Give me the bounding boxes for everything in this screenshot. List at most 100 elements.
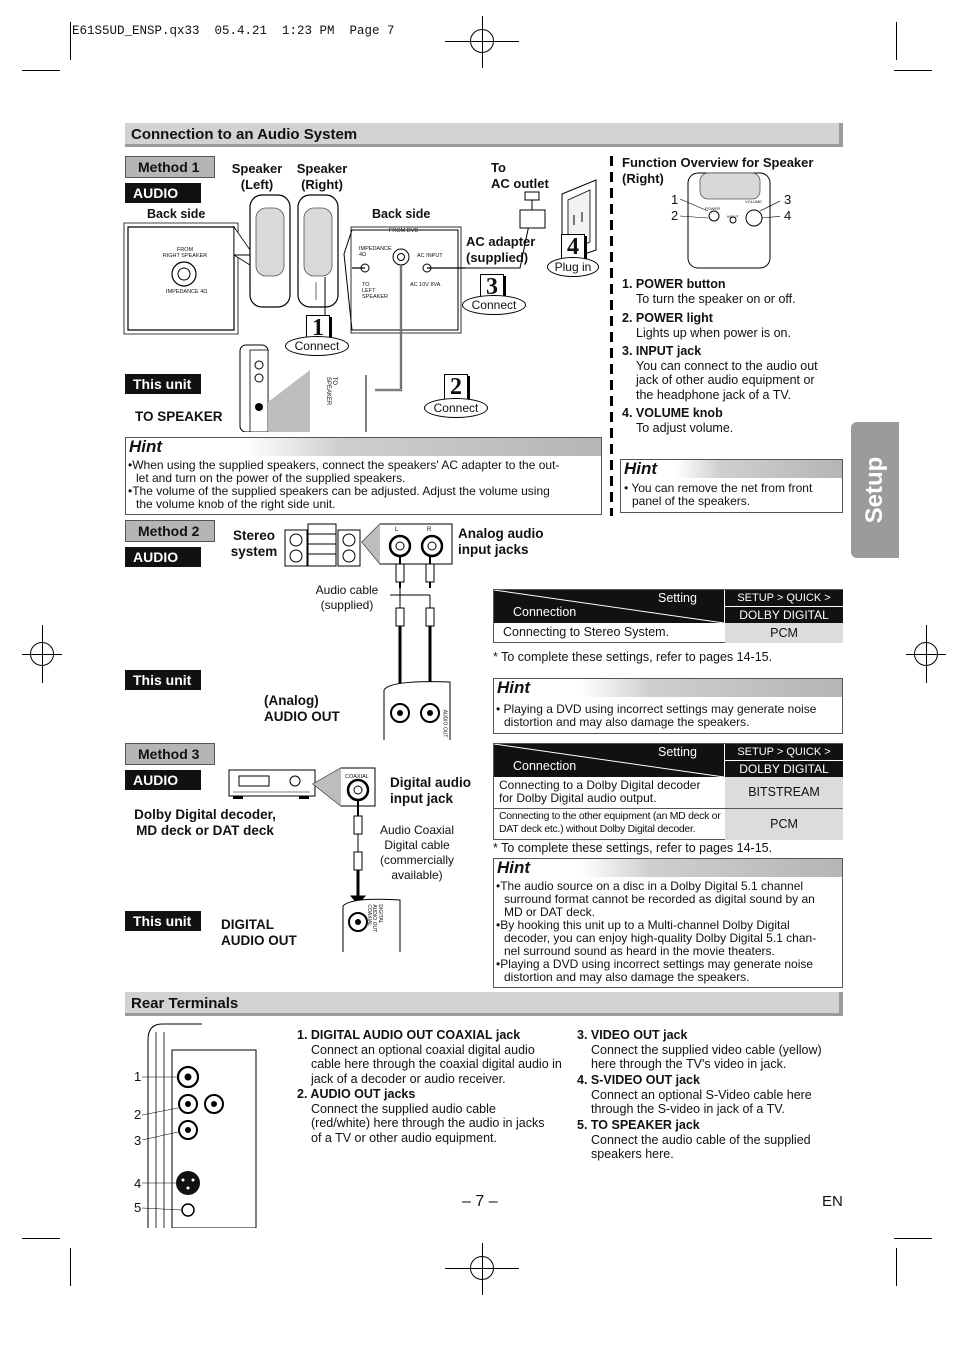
method-3-label: Method 3 bbox=[125, 743, 215, 765]
function-item-input-jack: 3. INPUT jack You can connect to the aud… bbox=[622, 344, 818, 402]
registration-mark bbox=[926, 625, 927, 683]
speaker-left-body bbox=[249, 194, 291, 308]
table-row-label: Connecting to the other equipment (an MD… bbox=[499, 810, 721, 835]
coaxial-jack-panel bbox=[312, 767, 376, 807]
rear-callout-1: 1 bbox=[134, 1069, 142, 1084]
hint-title: Hint bbox=[624, 459, 658, 478]
rear-callout-4: 4 bbox=[134, 1176, 142, 1191]
speaker-right-label: Speaker (Right) bbox=[296, 161, 348, 192]
hint-box-dolby: Hint •The audio source on a disc in a Do… bbox=[493, 858, 843, 988]
callout-1: 1 bbox=[671, 192, 679, 207]
hint-bar bbox=[494, 859, 842, 877]
method-3-diagram bbox=[228, 767, 401, 952]
hint-body: • You can remove the net from front pane… bbox=[624, 482, 842, 508]
crop-mark bbox=[22, 1238, 60, 1239]
registration-mark bbox=[482, 1243, 483, 1295]
stereo-system-icon bbox=[284, 523, 361, 567]
table-option-cell: DOLBY DIGITAL bbox=[725, 606, 843, 623]
crop-mark bbox=[894, 1238, 932, 1239]
audio-label: AUDIO bbox=[125, 770, 201, 790]
hint-bar bbox=[621, 460, 842, 478]
hint-body: •The audio source on a disc in a Dolby D… bbox=[496, 880, 842, 984]
crop-mark bbox=[22, 70, 60, 71]
speaker-left-label: Speaker (Left) bbox=[231, 161, 283, 192]
hint-box-net: Hint • You can remove the net from front… bbox=[620, 459, 843, 513]
crop-mark bbox=[896, 1248, 897, 1286]
table-header-shape bbox=[494, 590, 724, 623]
back-side-label: Back side bbox=[372, 207, 431, 221]
connect-oval-1: Connect bbox=[285, 336, 349, 356]
audio-label: AUDIO bbox=[125, 183, 201, 203]
table-connection-header: Connection bbox=[513, 605, 577, 619]
ac-outlet-label: To AC outlet bbox=[491, 160, 549, 191]
coaxial-cable bbox=[349, 800, 367, 905]
analog-audio-out-label: (Analog) AUDIO OUT bbox=[264, 693, 340, 724]
ac-adapter-label: AC adapter (supplied) bbox=[466, 234, 536, 265]
crop-mark bbox=[896, 22, 897, 60]
rear-callout-2: 2 bbox=[134, 1107, 142, 1122]
jack-r-label: R bbox=[427, 527, 432, 533]
section-title: Connection to an Audio System bbox=[131, 126, 358, 143]
method-2-label: Method 2 bbox=[125, 520, 215, 542]
cable-lines bbox=[234, 219, 531, 432]
to-speaker-small: TO SPEAKER bbox=[325, 376, 338, 406]
table-row-divider bbox=[494, 808, 843, 809]
stereo-system-label: Stereo system bbox=[230, 528, 278, 559]
ac-adapter bbox=[519, 191, 546, 229]
page-number: – 7 – bbox=[462, 1193, 498, 1210]
table-row-label: Connecting to Stereo System. bbox=[503, 625, 670, 639]
hint-body: • Playing a DVD using incorrect settings… bbox=[496, 703, 842, 729]
audio-out-small-label: AUDIO OUT bbox=[441, 709, 448, 738]
audio-cable-label: Audio cable (supplied) bbox=[315, 583, 379, 612]
audio-label: AUDIO bbox=[125, 547, 201, 567]
rear-item-to-speaker: 5. TO SPEAKER jack Connect the audio cab… bbox=[577, 1118, 811, 1161]
method-1-diagram bbox=[123, 179, 597, 432]
hint-bar bbox=[126, 438, 601, 456]
setup-tab-label: Setup bbox=[861, 456, 888, 524]
registration-mark bbox=[42, 625, 43, 683]
decoder-icon bbox=[228, 769, 316, 799]
table-row-value: PCM bbox=[725, 623, 843, 643]
table-row-value: PCM bbox=[725, 809, 843, 840]
hint-line: • Playing a DVD using incorrect settings… bbox=[496, 702, 817, 729]
hint-line: •Playing a DVD using incorrect settings … bbox=[496, 957, 814, 984]
digital-small-label: DIGITAL AUDIO OUT COAXIAL bbox=[366, 904, 384, 933]
settings-table-digital: Setting Connection SETUP > QUICK > DOLBY… bbox=[493, 743, 843, 840]
table-note: * To complete these settings, refer to p… bbox=[493, 650, 773, 664]
crop-mark bbox=[70, 1248, 71, 1286]
table-header-shape bbox=[494, 744, 724, 777]
callout-3: 3 bbox=[784, 192, 792, 207]
function-item-power-button: 1. POWER button To turn the speaker on o… bbox=[622, 277, 796, 306]
table-path-cell: SETUP > QUICK > bbox=[725, 590, 843, 606]
section-bar-rear-terminals: Rear Terminals bbox=[125, 992, 843, 1016]
settings-table-stereo: Setting Connection SETUP > QUICK > DOLBY… bbox=[493, 589, 843, 643]
hint-title: Hint bbox=[497, 858, 531, 877]
method-1-label: Method 1 bbox=[125, 156, 215, 178]
panel-right-to-left: TO LEFT SPEAKER bbox=[362, 282, 388, 300]
analog-jacks-label: Analog audio input jacks bbox=[458, 526, 544, 557]
step-number-4: 4 bbox=[561, 234, 585, 260]
this-unit-label: This unit bbox=[125, 374, 201, 394]
panel-left-from: FROM RIGHT SPEAKER bbox=[162, 247, 208, 259]
table-setting-header: Setting bbox=[658, 745, 697, 759]
rear-item-s-video-out: 4. S-VIDEO OUT jack Connect an optional … bbox=[577, 1073, 812, 1116]
digital-audio-out-label: DIGITAL AUDIO OUT bbox=[221, 917, 297, 948]
section-title: Rear Terminals bbox=[131, 995, 239, 1012]
panel-volume-label: VOLUME bbox=[745, 199, 762, 204]
hint-title: Hint bbox=[129, 437, 163, 456]
method-2-diagram bbox=[284, 523, 453, 740]
function-item-power-light: 2. POWER light Lights up when power is o… bbox=[622, 311, 791, 340]
function-item-volume-knob: 4. VOLUME knob To adjust volume. bbox=[622, 406, 734, 435]
plug-in-oval: Plug in bbox=[547, 257, 599, 277]
hint-line: • You can remove the net from front pane… bbox=[624, 481, 813, 508]
rear-callout-3: 3 bbox=[134, 1133, 142, 1148]
setup-side-tab: Setup bbox=[851, 422, 899, 558]
column-divider bbox=[610, 156, 613, 516]
connect-oval-3: Connect bbox=[462, 295, 526, 315]
audio-cables bbox=[390, 556, 439, 701]
to-speaker-label: TO SPEAKER bbox=[135, 409, 223, 424]
rear-item-audio-out: 2. AUDIO OUT jacks Connect the supplied … bbox=[297, 1087, 545, 1145]
hint-line: •By hooking this unit up to a Multi-chan… bbox=[496, 918, 817, 958]
coaxial-small-label: COAXIAL bbox=[345, 774, 369, 780]
hint-box-speakers: Hint •When using the supplied speakers, … bbox=[125, 437, 602, 515]
